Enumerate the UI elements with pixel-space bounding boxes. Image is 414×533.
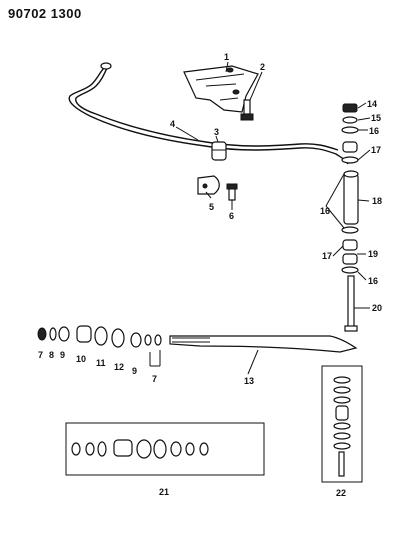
callout-11: 11 xyxy=(96,358,106,368)
callout-17-top: 17 xyxy=(371,145,381,155)
bushing-clamp xyxy=(197,175,220,195)
spacer-sleeve xyxy=(343,170,359,225)
link-stack-lower xyxy=(341,226,359,274)
callout-labels: 1 2 3 4 5 6 7 8 9 10 11 12 9 7 13 14 15 … xyxy=(38,52,382,498)
callout-12: 12 xyxy=(114,362,124,372)
strut-rod xyxy=(169,335,358,353)
callout-17-bottom: 17 xyxy=(322,251,332,261)
callout-6: 6 xyxy=(229,211,234,221)
bracket-bolt xyxy=(240,99,254,121)
stabilizer-bar xyxy=(68,62,349,165)
link-stack-upper xyxy=(341,103,359,164)
callout-2: 2 xyxy=(260,62,265,72)
clamp-bolt xyxy=(226,183,238,201)
callout-7-left: 7 xyxy=(38,350,43,360)
bushing-kit-box xyxy=(65,422,265,476)
callout-16-top: 16 xyxy=(369,126,379,136)
callout-19: 19 xyxy=(368,249,378,259)
callout-8: 8 xyxy=(49,350,54,360)
link-bolt xyxy=(344,275,358,332)
document-id: 90702 1300 xyxy=(8,6,82,21)
callout-22: 22 xyxy=(336,488,346,498)
callout-16-bottom: 16 xyxy=(368,276,378,286)
strut-rod-bushings xyxy=(37,325,162,348)
callout-1: 1 xyxy=(224,52,229,62)
callout-9-left: 9 xyxy=(60,350,65,360)
callout-10: 10 xyxy=(76,354,86,364)
callout-18: 18 xyxy=(372,196,382,206)
callout-15: 15 xyxy=(371,113,381,123)
mounting-bracket xyxy=(183,65,259,113)
callout-13: 13 xyxy=(244,376,254,386)
callout-20: 20 xyxy=(372,303,382,313)
callout-9-right: 9 xyxy=(132,366,137,376)
callout-7-right: 7 xyxy=(152,374,157,384)
callout-3: 3 xyxy=(214,127,219,137)
bar-bushing xyxy=(211,141,227,161)
callout-21: 21 xyxy=(159,487,169,497)
callout-5: 5 xyxy=(209,202,214,212)
callout-16-mid: 16 xyxy=(320,206,330,216)
leader-lines xyxy=(149,61,371,375)
callout-4: 4 xyxy=(170,119,175,129)
callout-14: 14 xyxy=(367,99,377,109)
link-kit-box xyxy=(321,365,363,483)
